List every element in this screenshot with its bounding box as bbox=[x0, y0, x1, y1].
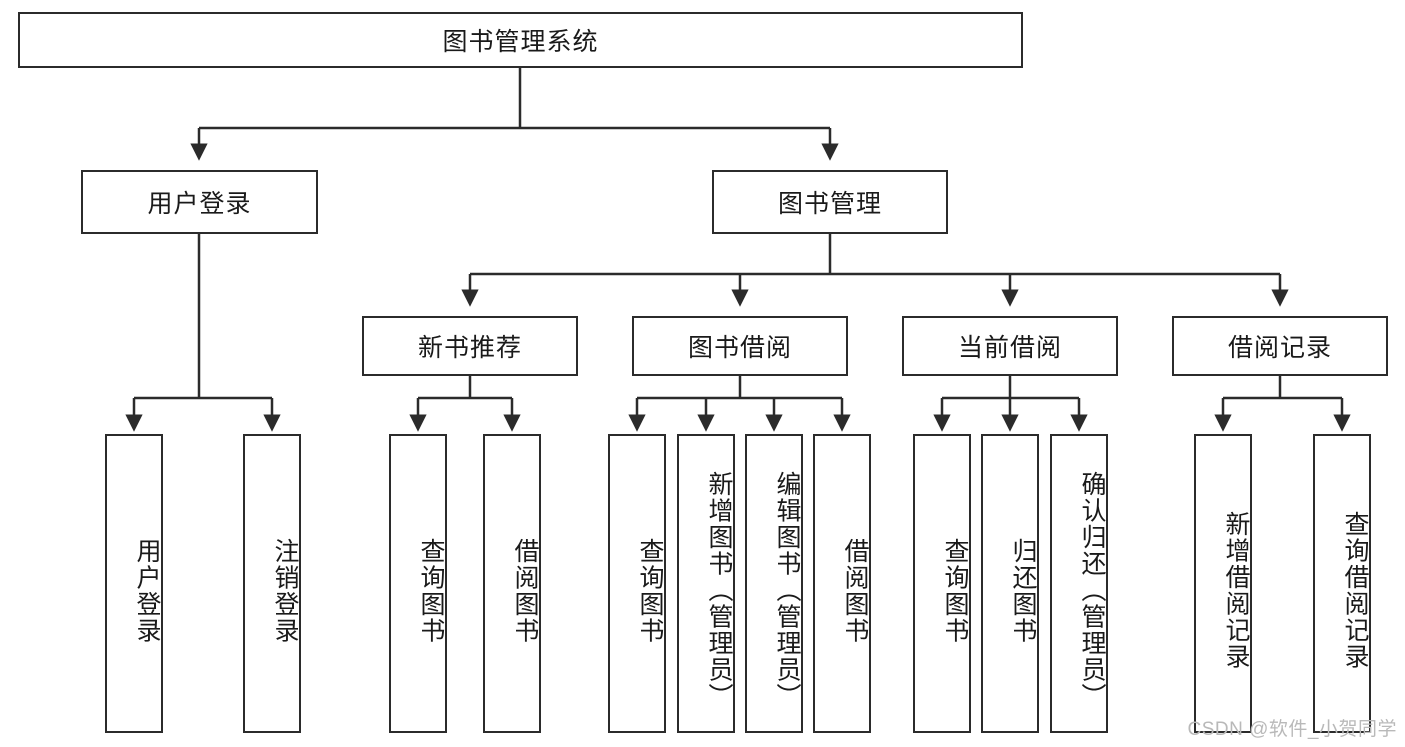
node-borrow-record[interactable]: 借阅记录 bbox=[1172, 316, 1388, 376]
leaf-user-logout[interactable]: 注销登录 bbox=[243, 434, 301, 733]
node-new-book-recommend-label: 新书推荐 bbox=[417, 334, 522, 362]
node-borrow-record-label: 借阅记录 bbox=[1227, 334, 1332, 362]
leaf-query-book-borrow-label: 查询图书 bbox=[636, 537, 664, 644]
leaf-edit-book-admin[interactable]: 编辑图书（管理员） bbox=[745, 434, 803, 733]
node-current-borrow[interactable]: 当前借阅 bbox=[902, 316, 1118, 376]
leaf-user-login-label: 用户登录 bbox=[133, 537, 161, 644]
leaf-borrow-book-recommend[interactable]: 借阅图书 bbox=[483, 434, 541, 733]
leaf-query-book-borrow[interactable]: 查询图书 bbox=[608, 434, 666, 733]
node-root-label: 图书管理系统 bbox=[442, 28, 599, 56]
leaf-query-borrow-record[interactable]: 查询借阅记录 bbox=[1313, 434, 1371, 733]
node-root[interactable]: 图书管理系统 bbox=[18, 12, 1023, 68]
leaf-query-book-recommend-label: 查询图书 bbox=[417, 537, 445, 644]
leaf-borrow-book-label: 借阅图书 bbox=[841, 537, 869, 644]
leaf-query-book-current[interactable]: 查询图书 bbox=[913, 434, 971, 733]
leaf-borrow-book[interactable]: 借阅图书 bbox=[813, 434, 871, 733]
node-user-login[interactable]: 用户登录 bbox=[81, 170, 318, 234]
leaf-borrow-book-recommend-label: 借阅图书 bbox=[511, 537, 539, 644]
leaf-query-book-current-label: 查询图书 bbox=[941, 537, 969, 644]
leaf-edit-book-admin-label: 编辑图书（管理员） bbox=[773, 471, 801, 710]
leaf-add-borrow-record-label: 新增借阅记录 bbox=[1222, 511, 1250, 670]
leaf-user-login[interactable]: 用户登录 bbox=[105, 434, 163, 733]
node-book-management[interactable]: 图书管理 bbox=[712, 170, 948, 234]
node-book-borrow[interactable]: 图书借阅 bbox=[632, 316, 848, 376]
watermark: CSDN @软件_小贺同学 bbox=[1187, 719, 1397, 740]
leaf-user-logout-label: 注销登录 bbox=[271, 537, 299, 644]
leaf-return-book-label: 归还图书 bbox=[1009, 537, 1037, 644]
leaf-add-borrow-record[interactable]: 新增借阅记录 bbox=[1194, 434, 1252, 733]
leaf-return-book[interactable]: 归还图书 bbox=[981, 434, 1039, 733]
node-user-login-label: 用户登录 bbox=[147, 190, 252, 218]
leaf-query-book-recommend[interactable]: 查询图书 bbox=[389, 434, 447, 733]
leaf-confirm-return-admin-label: 确认归还（管理员） bbox=[1078, 471, 1106, 710]
leaf-add-book-admin[interactable]: 新增图书（管理员） bbox=[677, 434, 735, 733]
leaf-add-book-admin-label: 新增图书（管理员） bbox=[705, 471, 733, 710]
node-new-book-recommend[interactable]: 新书推荐 bbox=[362, 316, 578, 376]
node-current-borrow-label: 当前借阅 bbox=[957, 334, 1062, 362]
node-book-borrow-label: 图书借阅 bbox=[687, 334, 792, 362]
node-book-management-label: 图书管理 bbox=[777, 190, 882, 218]
leaf-query-borrow-record-label: 查询借阅记录 bbox=[1341, 511, 1369, 670]
leaf-confirm-return-admin[interactable]: 确认归还（管理员） bbox=[1050, 434, 1108, 733]
